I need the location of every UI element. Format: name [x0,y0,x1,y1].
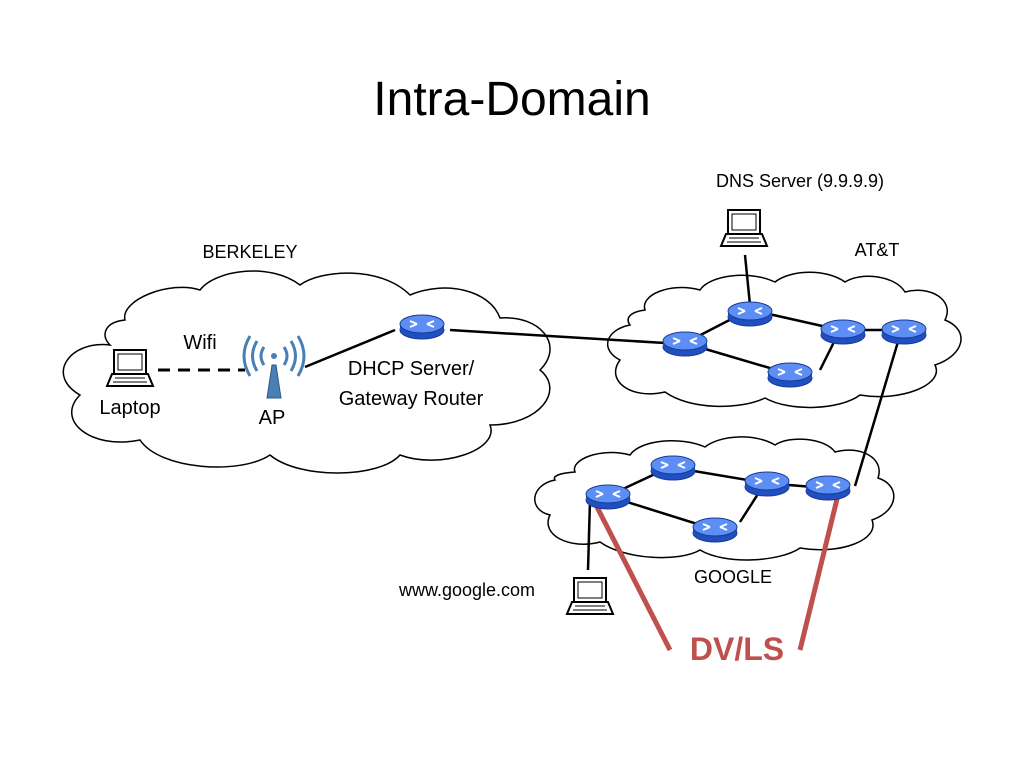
slide-title: Intra-Domain [373,73,650,126]
link-ap-gateway [304,328,396,369]
att-router-icon[interactable] [881,319,927,345]
ap-label: AP [259,407,286,429]
protocol-label: DV/LS [690,631,784,667]
google-router-icon[interactable] [744,471,790,497]
link-google-web [586,499,592,571]
access-point-icon[interactable] [242,335,306,399]
google-router-icon[interactable] [805,475,851,501]
google-router-icon[interactable] [585,484,631,510]
link-att-google [853,334,902,487]
google-cloud [534,436,895,561]
dns-server-label: DNS Server (9.9.9.9) [716,171,884,191]
att-router-icon[interactable] [727,301,773,327]
web-server-label: www.google.com [398,580,535,600]
dvls-lines [594,494,841,652]
google-router-icon[interactable] [650,455,696,481]
wifi-label: Wifi [183,332,216,354]
link-dns-att [743,254,752,306]
link-gateway-att [449,328,666,345]
dns-server-icon[interactable] [720,209,768,247]
google-router-icon[interactable] [692,517,738,543]
gateway-router-icon[interactable] [399,314,445,340]
att-router-icon[interactable] [820,319,866,345]
gateway-label-line1: DHCP Server/ [348,358,475,380]
att-router-icon[interactable] [662,331,708,357]
web-server-icon[interactable] [566,577,614,615]
cloud-label-google: GOOGLE [694,567,772,587]
laptop-icon[interactable] [106,349,154,387]
cloud-label-att: AT&T [855,240,900,260]
cloud-label-berkeley: BERKELEY [202,242,297,262]
gateway-label-line2: Gateway Router [339,388,484,410]
laptop-label: Laptop [99,397,160,419]
att-cloud [606,271,962,409]
att-router-icon[interactable] [767,362,813,388]
